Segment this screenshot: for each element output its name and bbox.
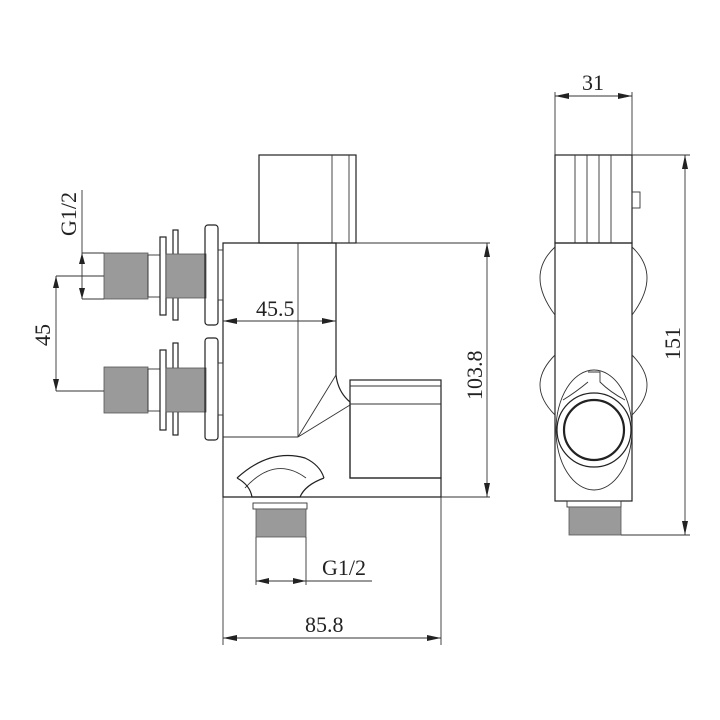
side-width-label: 31 xyxy=(582,70,604,95)
diverter-block xyxy=(349,379,442,479)
side-outlet-thread xyxy=(568,506,622,536)
side-height-label: 151 xyxy=(660,327,685,360)
top-cartridge xyxy=(258,154,357,244)
overall-width-label: 85.8 xyxy=(305,612,344,637)
body-height-label: 103.8 xyxy=(462,351,487,401)
valve-body xyxy=(222,242,442,498)
inlet-thread-label: G1/2 xyxy=(56,192,81,236)
upper-inlet xyxy=(103,224,224,326)
side-view: 31 151 xyxy=(539,70,690,536)
body-depth-label: 45.5 xyxy=(256,296,295,321)
outlet-ring xyxy=(556,392,632,468)
side-tab xyxy=(631,191,641,209)
outlet-dome xyxy=(236,454,325,479)
inlet-spacing-label: 45 xyxy=(30,324,55,346)
front-view: G1/2 45 45.5 103.8 G1/2 85.8 xyxy=(30,154,490,645)
lower-inlet xyxy=(103,337,224,441)
side-top-block xyxy=(554,154,633,244)
handle-ellipse xyxy=(555,369,633,491)
outlet-thread-label: G1/2 xyxy=(322,555,366,580)
outlet-thread xyxy=(255,508,307,538)
